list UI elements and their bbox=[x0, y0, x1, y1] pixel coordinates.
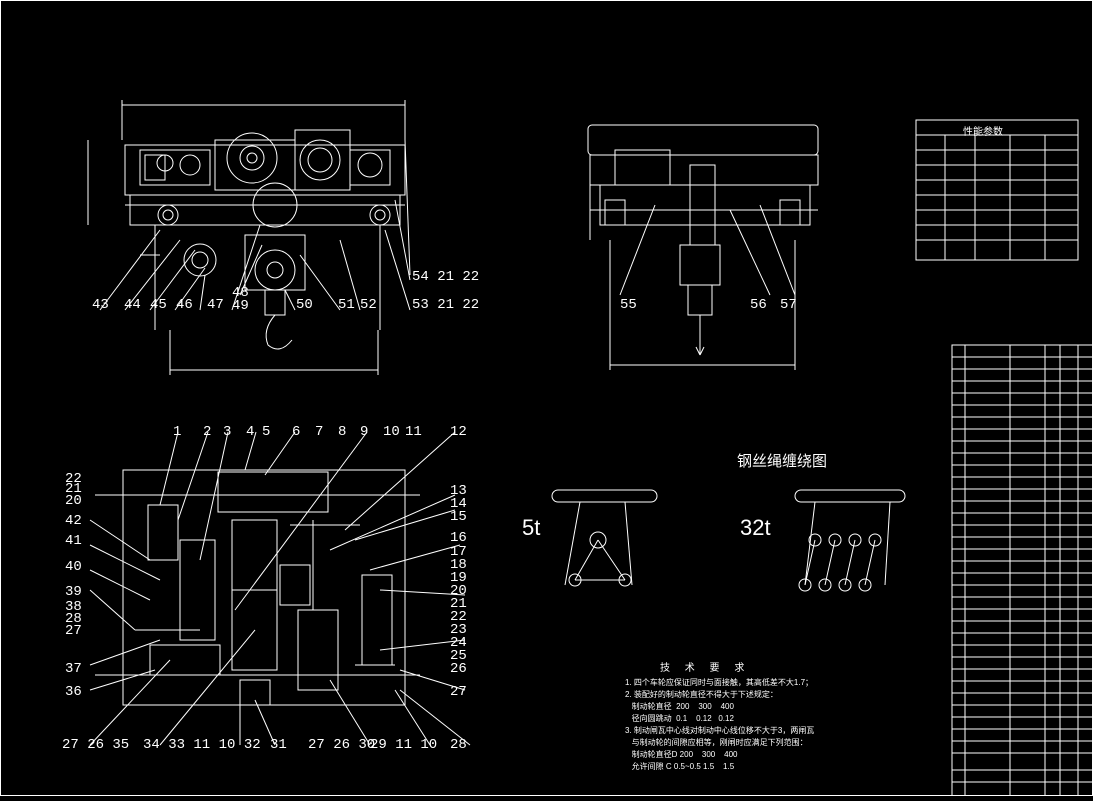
tech-line-6: 与制动轮的间隙应相等，刚闸时应满足下列范围： bbox=[625, 738, 808, 747]
part-label: 48 bbox=[232, 285, 249, 301]
part-label: 37 bbox=[65, 661, 82, 677]
part-label: 2 bbox=[203, 424, 212, 440]
part-label: 34 33 11 10 32 bbox=[143, 737, 261, 753]
part-label: 16 bbox=[450, 530, 467, 546]
part-label: 27 bbox=[65, 623, 82, 639]
part-label: 19 bbox=[450, 570, 467, 586]
tech-line-2: 2. 装配好的制动轮直径不得大于下述规定： bbox=[625, 690, 778, 699]
part-label: 29 11 10 bbox=[370, 737, 438, 753]
part-label: 20 bbox=[450, 583, 467, 599]
tech-line-1: 1. 四个车轮应保证同时与面接触，其高低差不大1.7； bbox=[625, 678, 814, 687]
part-label: 53 21 22 bbox=[412, 297, 480, 313]
part-label: 39 bbox=[65, 584, 82, 600]
part-label: 5 bbox=[262, 424, 271, 440]
part-label: 21 bbox=[65, 481, 82, 497]
tech-line-3: 制动轮直径 200 300 400 bbox=[625, 702, 734, 711]
part-label: 23 bbox=[450, 622, 467, 638]
part-label: 7 bbox=[315, 424, 324, 440]
tech-line-5: 3. 制动闸瓦中心线对制动中心线位移不大于3，两闸瓦 bbox=[625, 726, 815, 735]
param-table bbox=[915, 119, 1079, 261]
part-label: 27 26 30 bbox=[308, 737, 376, 753]
part-label: 8 bbox=[338, 424, 347, 440]
part-label: 14 bbox=[450, 496, 467, 512]
part-label: 47 bbox=[207, 297, 224, 313]
part-label: 46 bbox=[176, 297, 193, 313]
front-view bbox=[87, 100, 411, 375]
part-label: 11 bbox=[405, 424, 422, 440]
part-label: 4 bbox=[246, 424, 255, 440]
rope-32t-label: 32t bbox=[740, 515, 771, 540]
part-label: 18 bbox=[450, 557, 467, 573]
part-label: 27 bbox=[450, 684, 467, 700]
tech-line-4: 径向圆跳动 0.1 0.12 0.12 bbox=[625, 714, 734, 723]
part-label: 26 bbox=[450, 661, 467, 677]
part-label: 38 bbox=[65, 599, 82, 615]
part-label: 28 bbox=[65, 611, 82, 627]
part-label: 51 bbox=[338, 297, 355, 313]
plan-view bbox=[89, 431, 471, 746]
part-label: 54 21 22 bbox=[412, 269, 480, 285]
part-label: 52 bbox=[360, 297, 377, 313]
parts-list bbox=[951, 344, 1093, 797]
part-label: 13 bbox=[450, 483, 467, 499]
part-label: 3 bbox=[223, 424, 232, 440]
part-label: 17 bbox=[450, 544, 467, 560]
part-label: 40 bbox=[65, 559, 82, 575]
part-label: 27 26 35 bbox=[62, 737, 130, 753]
part-label: 22 bbox=[450, 609, 467, 625]
part-label: 21 bbox=[450, 596, 467, 612]
part-label: 55 bbox=[620, 297, 637, 313]
part-label: 31 bbox=[270, 737, 287, 753]
param-table-title: 性能参数 bbox=[963, 127, 1003, 138]
part-label: 45 bbox=[150, 297, 167, 313]
part-label: 42 bbox=[65, 513, 82, 529]
rope-reeving-32t bbox=[794, 489, 906, 592]
tech-line-8: 允许间隙 C 0.5~0.5 1.5 1.5 bbox=[625, 762, 735, 771]
part-label: 15 bbox=[450, 509, 467, 525]
part-label: 1 bbox=[173, 424, 182, 440]
part-label: 6 bbox=[292, 424, 301, 440]
part-label: 22 bbox=[65, 471, 82, 487]
part-label: 20 bbox=[65, 493, 82, 509]
part-label: 25 bbox=[450, 648, 467, 664]
part-label: 50 bbox=[296, 297, 313, 313]
rope-title: 钢丝绳缠绕图 bbox=[737, 453, 828, 470]
part-label: 28 bbox=[450, 737, 467, 753]
rope-5t-label: 5t bbox=[522, 515, 541, 540]
rope-reeving-5t bbox=[551, 489, 658, 587]
tech-title: 技 术 要 求 bbox=[660, 663, 751, 674]
part-label: 24 bbox=[450, 635, 467, 651]
part-label: 49 bbox=[232, 298, 249, 314]
part-label: 12 bbox=[450, 424, 467, 440]
part-label: 56 bbox=[750, 297, 767, 313]
side-view bbox=[587, 124, 819, 370]
part-label: 9 bbox=[360, 424, 369, 440]
part-label: 57 bbox=[780, 297, 797, 313]
part-label: 43 bbox=[92, 297, 109, 313]
part-label: 41 bbox=[65, 533, 82, 549]
tech-line-7: 制动轮直径D 200 300 400 bbox=[625, 750, 738, 759]
part-label: 10 bbox=[383, 424, 400, 440]
part-label: 44 bbox=[124, 297, 141, 313]
part-label: 36 bbox=[65, 684, 82, 700]
